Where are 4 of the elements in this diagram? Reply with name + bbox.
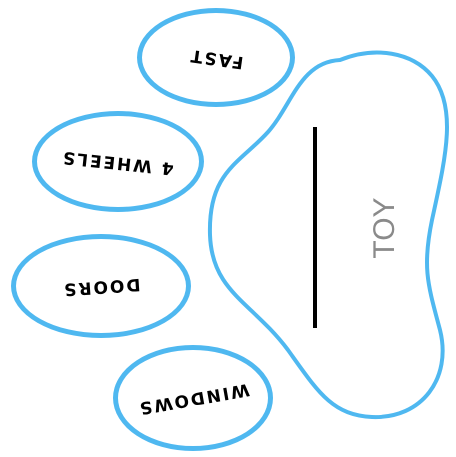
node-label: FAST (187, 44, 245, 74)
node-label: TOY (370, 197, 400, 259)
node-label: 4 WHEELS (60, 145, 176, 180)
node-label: DOORS (61, 273, 141, 302)
